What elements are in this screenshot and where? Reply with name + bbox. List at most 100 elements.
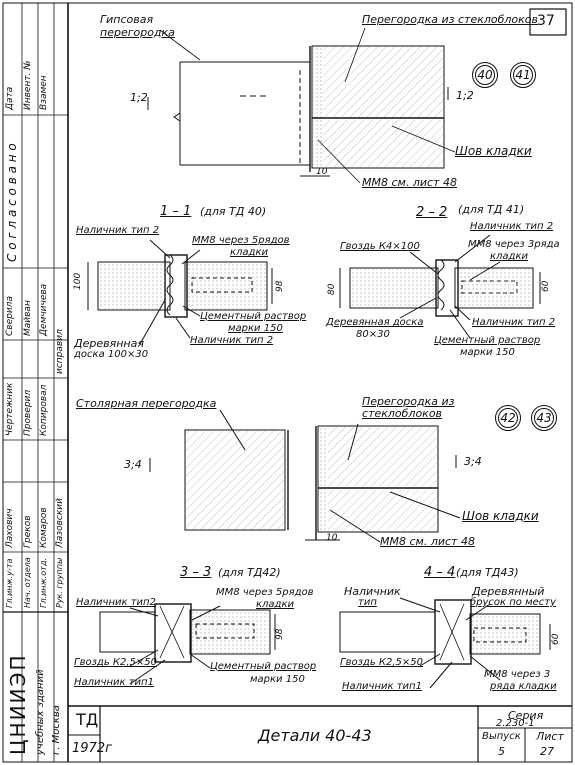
s3-dim-98: 98 <box>275 628 285 640</box>
label-glass-2: Перегородка из <box>362 395 455 408</box>
sheet-value: 27 <box>540 745 554 758</box>
section-4-subtitle: (для ТД43) <box>456 566 519 579</box>
label-seam-2: Шов кладки <box>462 509 539 523</box>
series-label: Серия <box>508 709 544 722</box>
s1-board-2: доска 100×30 <box>74 349 149 360</box>
circle-40: 40 <box>472 62 498 88</box>
s1-trim2-b: Наличник тип 2 <box>190 335 274 346</box>
s2-board-2: 80×30 <box>356 329 390 340</box>
section-1-subtitle: (для ТД 40) <box>200 205 267 218</box>
s2-trim2: Наличник тип 2 <box>470 221 554 232</box>
s2-board: Деревянная доска <box>326 317 424 328</box>
side-nach-otd: Нач. отдела <box>23 557 32 608</box>
s2-dim-60: 60 <box>541 280 551 292</box>
s4-bar-2: брусок по месту <box>470 597 557 608</box>
section-3-title: 3 – 3 <box>180 565 212 580</box>
section-4-title: 4 – 4 <box>424 565 456 580</box>
section-1-title: 1 – 1 <box>160 204 192 219</box>
s4-dim-60: 60 <box>551 633 561 645</box>
cut-left-34: 3;4 <box>124 458 142 471</box>
s2-dim-80: 80 <box>327 283 337 295</box>
s1-board: Деревянная <box>74 337 144 350</box>
sheet-label: Лист <box>536 730 564 743</box>
side-checked-by: Проверил <box>23 389 33 436</box>
s3-mortar: Цементный раствор <box>210 661 317 672</box>
title-year: 1972г <box>72 741 112 756</box>
cut-left-12: 1;2 <box>130 91 148 104</box>
circle-41: 41 <box>510 62 536 88</box>
side-ruk-gr: Рук. группы <box>55 557 64 608</box>
s3-trim1: Наличник тип1 <box>74 677 154 688</box>
s2-mm8-b: кладки <box>490 251 529 262</box>
section-3-subtitle: (для ТД42) <box>218 566 281 579</box>
side-dept-head: Гл.инж.у-та <box>5 558 14 608</box>
side-inv-no: Инвент. № <box>23 60 33 110</box>
s4-bar: Деревянный <box>472 585 545 598</box>
s3-mm8: ММ8 через 5рядов <box>216 587 314 598</box>
issue-label: Выпуск <box>482 731 521 742</box>
side-lakhovich: Лахович <box>5 508 15 548</box>
s3-mortar-2: марки 150 <box>250 674 305 685</box>
s4-trim: Наличник <box>344 585 401 598</box>
s4-trim1: Наличник тип1 <box>342 681 422 692</box>
label-mm8-mid: ММ8 см. лист 48 <box>380 535 475 548</box>
title-main: Детали 40-43 <box>258 726 372 745</box>
side-lazovsky: Лазовский <box>55 498 65 548</box>
label-glass-partition: Перегородка из стеклоблоков <box>362 13 539 26</box>
title-td: ТД <box>76 710 99 729</box>
s4-trim-b: тип <box>358 597 377 608</box>
side-dmitrieva: Демчичева <box>39 283 49 336</box>
sheet-number: 37 <box>537 13 555 29</box>
side-date: Дата <box>5 86 15 110</box>
side-agreed: С о г л а с о в а н о <box>5 143 19 262</box>
label-glass-2b: стеклоблоков <box>362 407 443 420</box>
s3-trim2: Наличник тип2 <box>76 597 156 608</box>
side-draftsman: Чертежник <box>5 382 15 436</box>
label-seam: Шов кладки <box>455 144 532 158</box>
s4-nail: Гвоздь К2,5×50 <box>340 657 423 668</box>
side-copier: Копировал <box>39 384 49 436</box>
s3-nail: Гвоздь К2,5×50 <box>74 657 157 668</box>
series-value: 2.230-1 <box>496 718 535 729</box>
side-grekov: Греков <box>23 515 33 548</box>
s1-dim-100: 100 <box>73 272 83 290</box>
side-gl-inzh-otd: Гл.инж.отд. <box>39 558 48 608</box>
side-checked: Сверила <box>5 296 15 336</box>
cut-right-12: 1;2 <box>456 89 474 102</box>
dim-10-top: 10 <box>316 167 328 177</box>
s1-mm8: ММ8 через 5рядов <box>192 235 290 246</box>
label-gypsum: Гипсовая <box>100 13 154 26</box>
s2-trim2-b: Наличник тип 2 <box>472 317 556 328</box>
section-2-title: 2 – 2 <box>416 205 448 220</box>
side-institute: ЦНИИЭП <box>6 653 30 756</box>
side-komarov: Комаров <box>39 507 49 548</box>
side-city: г. Москва <box>51 705 62 755</box>
cut-right-34: 3;4 <box>464 455 482 468</box>
s2-mm8: ММ8 через 3ряда <box>468 239 560 250</box>
s1-mm8-b: кладки <box>230 247 269 258</box>
label-mm8-top: ММ8 см. лист 48 <box>362 176 457 189</box>
s3-mm8-b: кладки <box>256 599 295 610</box>
circle-42: 42 <box>495 405 521 431</box>
s2-mortar-2: марки 150 <box>460 347 515 358</box>
side-maivan: Майван <box>23 300 33 336</box>
s2-mortar: Цементный раствор <box>434 335 541 346</box>
s1-mortar-2: марки 150 <box>228 323 283 334</box>
side-institute-sub: учебных зданий <box>35 669 46 755</box>
s4-mm8: ММ8 через 3 <box>484 669 551 680</box>
side-replaced: Взамен <box>39 75 49 110</box>
section-2-subtitle: (для ТД 41) <box>458 203 525 216</box>
circle-43: 43 <box>531 405 557 431</box>
label-gypsum-2: перегородка <box>100 26 175 39</box>
s1-dim-98: 98 <box>275 280 285 292</box>
issue-value: 5 <box>498 745 505 758</box>
s1-mortar: Цементный раствор <box>200 311 307 322</box>
s2-nail: Гвоздь К4×100 <box>340 241 420 252</box>
dim-10-mid: 10 <box>326 533 338 543</box>
label-joinery: Столярная перегородка <box>76 397 217 410</box>
side-corrected: исправил <box>55 329 65 374</box>
s4-mm8-b: ряда кладки <box>490 681 557 692</box>
s1-trim2: Наличник тип 2 <box>76 225 160 236</box>
